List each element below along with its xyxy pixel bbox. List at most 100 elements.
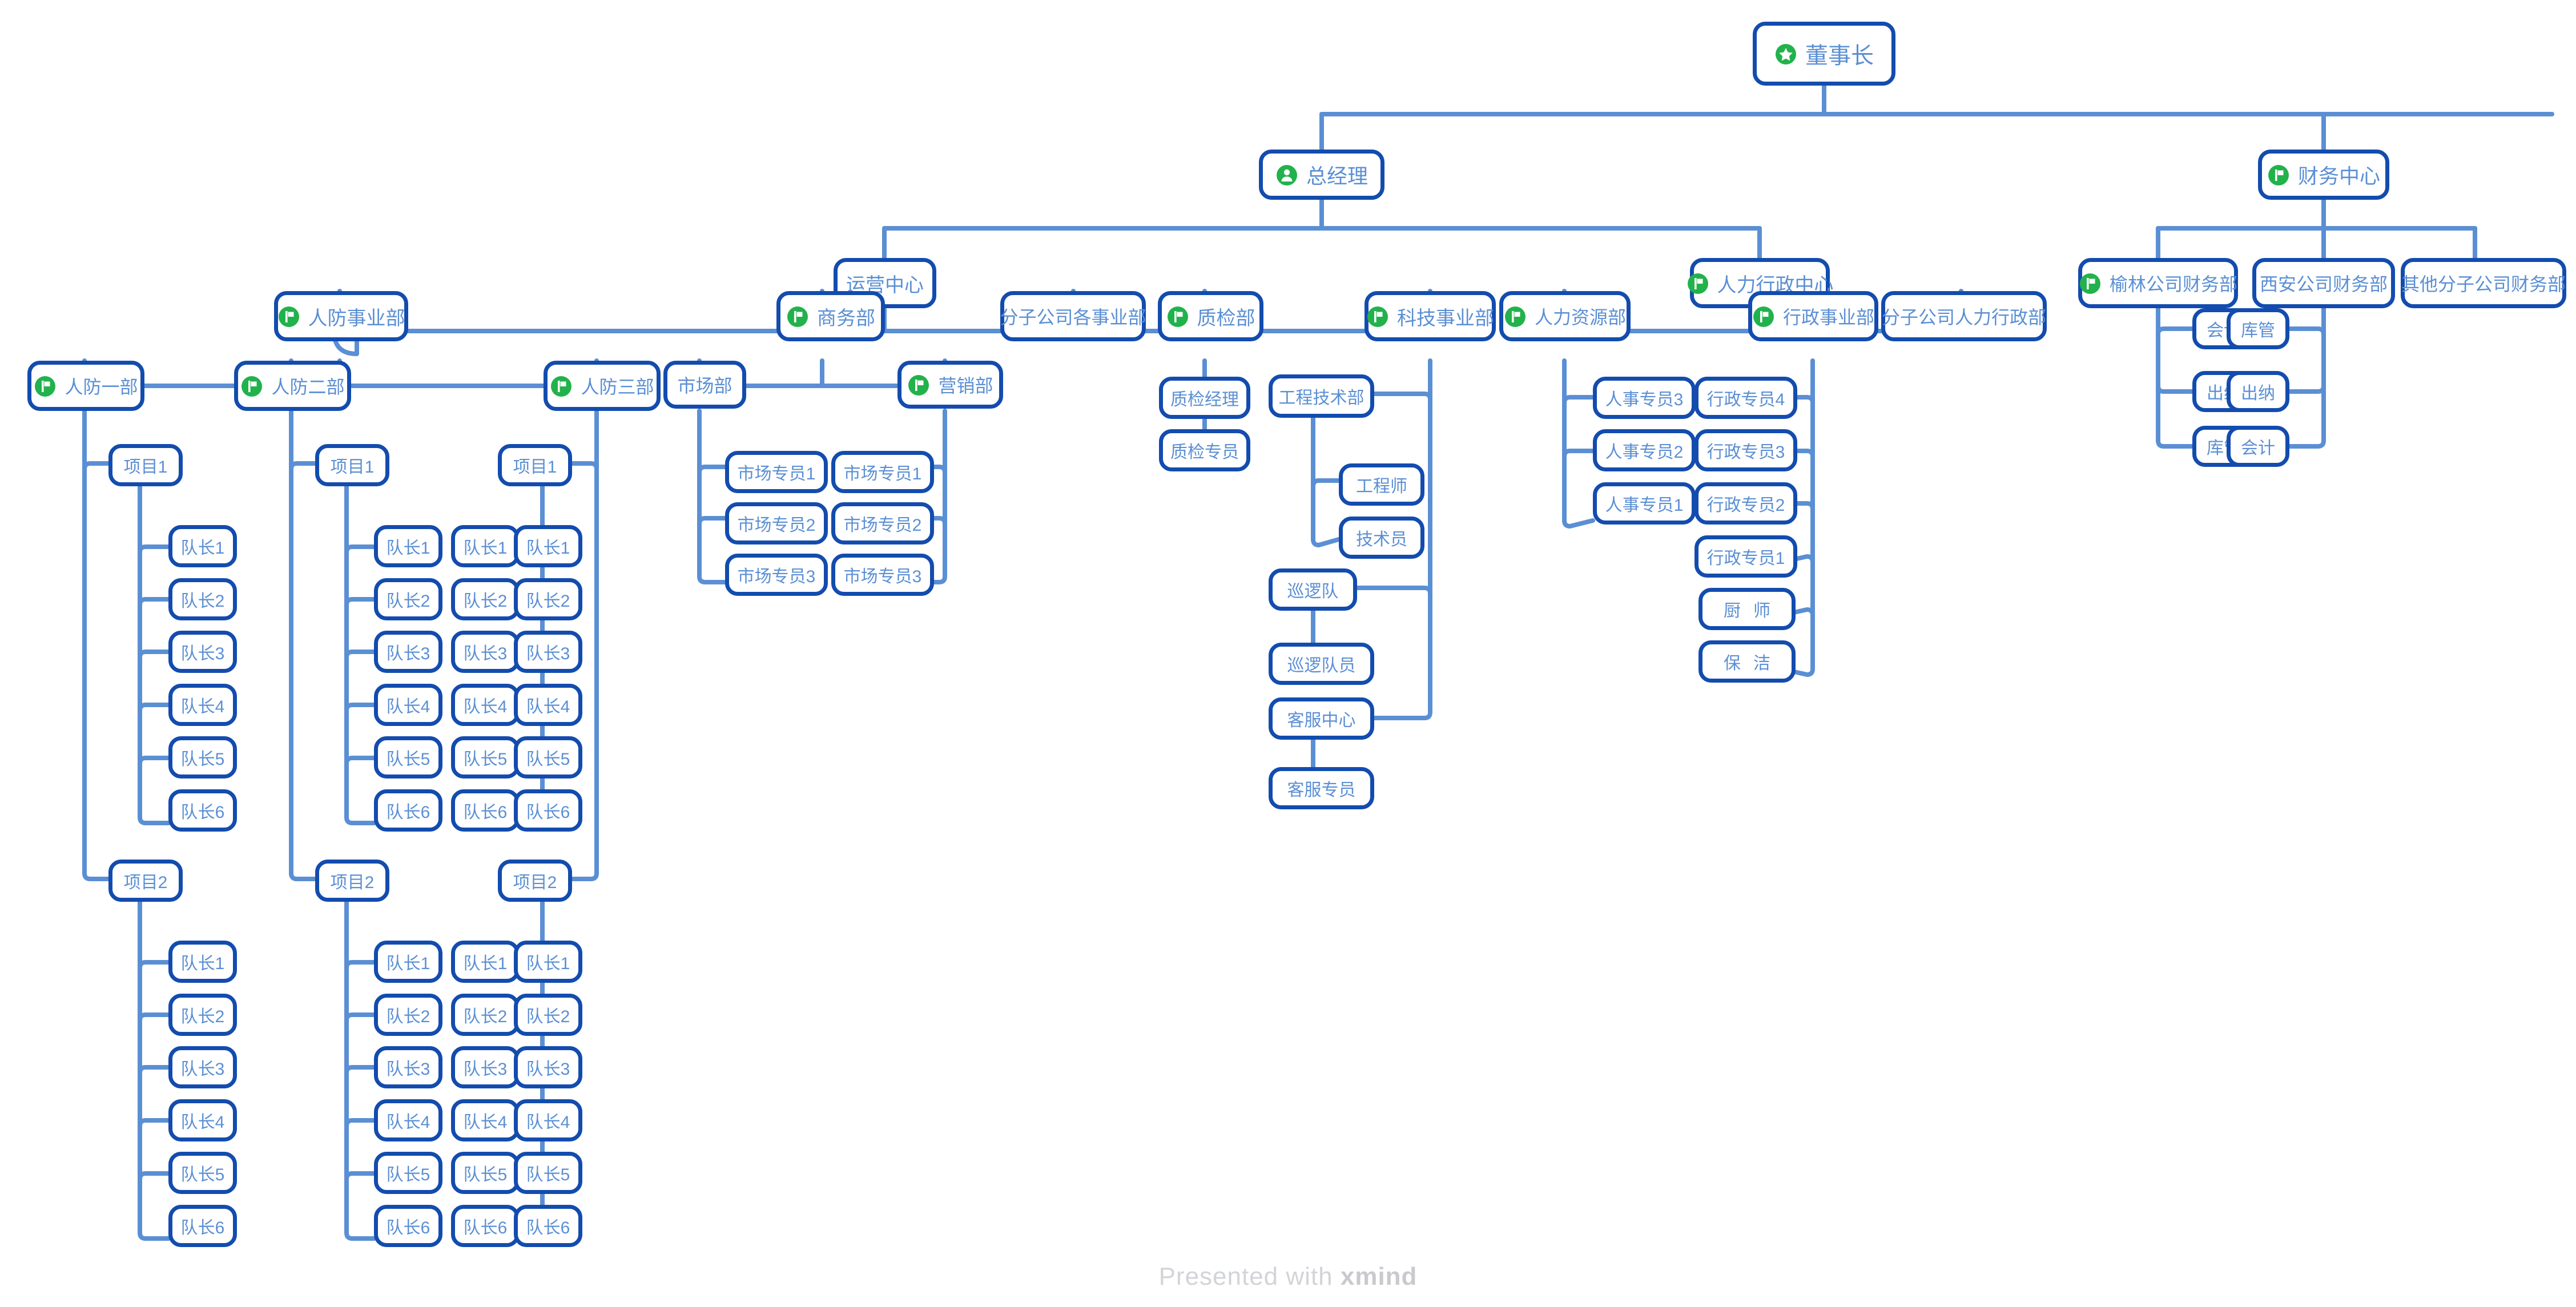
node-business-dept[interactable]: 商务部 <box>776 291 885 341</box>
node-hr-specialist[interactable]: 人事专员1 <box>1593 482 1696 525</box>
node-chef[interactable]: 厨师 <box>1698 588 1796 630</box>
node-team-leader[interactable]: 队长1 <box>451 941 520 983</box>
node-team-leader[interactable]: 队长2 <box>451 993 520 1036</box>
node-market-specialist[interactable]: 市场专员1 <box>725 451 828 493</box>
node-xian-accountant[interactable]: 会计 <box>2227 426 2289 467</box>
node-admin-division[interactable]: 行政事业部 <box>1748 291 1878 341</box>
node-team-leader[interactable]: 队长3 <box>451 1046 520 1088</box>
node-admin-specialist[interactable]: 行政专员1 <box>1694 535 1797 578</box>
node-team-leader[interactable]: 队长4 <box>374 1099 442 1141</box>
node-civil-defense-3[interactable]: 人防三部 <box>544 361 661 411</box>
node-team-leader[interactable]: 队长4 <box>168 1099 237 1141</box>
node-market-specialist[interactable]: 市场专员2 <box>831 502 934 544</box>
node-eng-tech-dept[interactable]: 工程技术部 <box>1269 374 1374 418</box>
node-hr-specialist[interactable]: 人事专员2 <box>1593 429 1696 471</box>
node-team-leader[interactable]: 队长5 <box>168 736 237 778</box>
node-sales-dept[interactable]: 营销部 <box>897 361 1003 409</box>
node-xian-warehouse[interactable]: 库管 <box>2227 308 2289 349</box>
node-team-leader[interactable]: 队长4 <box>514 1099 582 1141</box>
node-qc-dept[interactable]: 质检部 <box>1158 291 1263 341</box>
node-team-leader[interactable]: 队长5 <box>168 1152 237 1194</box>
node-team-leader[interactable]: 队长6 <box>451 1204 520 1247</box>
node-team-leader[interactable]: 队长1 <box>374 525 442 567</box>
node-market-specialist[interactable]: 市场专员2 <box>725 502 828 544</box>
node-team-leader[interactable]: 队长2 <box>514 578 582 620</box>
node-team-leader[interactable]: 队长3 <box>514 631 582 673</box>
node-tech-division[interactable]: 科技事业部 <box>1365 291 1496 341</box>
node-qc-specialist[interactable]: 质检专员 <box>1159 429 1250 471</box>
node-team-leader[interactable]: 队长6 <box>168 789 237 832</box>
node-team-leader[interactable]: 队长2 <box>374 993 442 1036</box>
node-team-leader[interactable]: 队长2 <box>451 578 520 620</box>
node-hr-dept[interactable]: 人力资源部 <box>1499 291 1631 341</box>
node-team-leader[interactable]: 队长4 <box>374 683 442 726</box>
node-civil-defense-division[interactable]: 人防事业部 <box>274 291 408 341</box>
node-hr-specialist[interactable]: 人事专员3 <box>1593 377 1696 419</box>
node-qc-manager[interactable]: 质检经理 <box>1159 377 1250 419</box>
node-team-leader[interactable]: 队长3 <box>374 631 442 673</box>
node-project[interactable]: 项目2 <box>108 860 183 902</box>
node-team-leader[interactable]: 队长4 <box>514 683 582 726</box>
node-sub-company-divisions[interactable]: 分子公司各事业部 <box>1000 291 1146 341</box>
node-engineer[interactable]: 工程师 <box>1339 463 1424 506</box>
node-market-specialist[interactable]: 市场专员3 <box>725 554 828 596</box>
node-team-leader[interactable]: 队长2 <box>374 578 442 620</box>
node-team-leader[interactable]: 队长5 <box>451 1152 520 1194</box>
node-yulin-finance-dept[interactable]: 榆林公司财务部 <box>2078 258 2238 308</box>
node-team-leader[interactable]: 队长5 <box>374 736 442 778</box>
node-team-leader[interactable]: 队长4 <box>451 683 520 726</box>
node-patrol-member[interactable]: 巡逻队员 <box>1269 643 1374 685</box>
node-project[interactable]: 项目1 <box>108 444 183 486</box>
node-admin-specialist[interactable]: 行政专员3 <box>1694 429 1797 471</box>
node-technician[interactable]: 技术员 <box>1339 517 1424 559</box>
node-service-center[interactable]: 客服中心 <box>1269 697 1374 740</box>
node-project[interactable]: 项目1 <box>498 444 572 486</box>
node-team-leader[interactable]: 队长1 <box>168 525 237 567</box>
node-team-leader[interactable]: 队长2 <box>514 993 582 1036</box>
node-team-leader[interactable]: 队长6 <box>374 789 442 832</box>
node-team-leader[interactable]: 队长5 <box>514 736 582 778</box>
node-team-leader[interactable]: 队长1 <box>451 525 520 567</box>
node-cleaner[interactable]: 保洁 <box>1698 640 1796 683</box>
node-sub-company-hr-admin[interactable]: 分子公司人力行政部 <box>1881 291 2047 341</box>
node-patrol-team[interactable]: 巡逻队 <box>1269 568 1357 611</box>
node-admin-specialist[interactable]: 行政专员4 <box>1694 377 1797 419</box>
node-general-manager[interactable]: 总经理 <box>1259 150 1384 200</box>
node-market-specialist[interactable]: 市场专员1 <box>831 451 934 493</box>
node-team-leader[interactable]: 队长2 <box>168 993 237 1036</box>
node-project[interactable]: 项目2 <box>315 860 389 902</box>
node-team-leader[interactable]: 队长6 <box>514 1204 582 1247</box>
node-service-specialist[interactable]: 客服专员 <box>1269 767 1374 809</box>
node-team-leader[interactable]: 队长1 <box>514 525 582 567</box>
node-team-leader[interactable]: 队长5 <box>514 1152 582 1194</box>
node-team-leader[interactable]: 队长5 <box>374 1152 442 1194</box>
node-admin-specialist[interactable]: 行政专员2 <box>1694 482 1797 525</box>
node-team-leader[interactable]: 队长4 <box>451 1099 520 1141</box>
node-team-leader[interactable]: 队长3 <box>514 1046 582 1088</box>
node-other-sub-finance-dept[interactable]: 其他分子公司财务部 <box>2401 258 2566 308</box>
node-team-leader[interactable]: 队长1 <box>374 941 442 983</box>
node-team-leader[interactable]: 队长6 <box>514 789 582 832</box>
node-civil-defense-1[interactable]: 人防一部 <box>27 361 144 411</box>
node-chairman[interactable]: 董事长 <box>1753 22 1895 86</box>
node-team-leader[interactable]: 队长3 <box>168 631 237 673</box>
node-team-leader[interactable]: 队长6 <box>374 1204 442 1247</box>
node-finance-center[interactable]: 财务中心 <box>2258 150 2389 200</box>
node-market-specialist[interactable]: 市场专员3 <box>831 554 934 596</box>
node-team-leader[interactable]: 队长4 <box>168 683 237 726</box>
node-team-leader[interactable]: 队长2 <box>168 578 237 620</box>
node-team-leader[interactable]: 队长3 <box>168 1046 237 1088</box>
node-team-leader[interactable]: 队长1 <box>514 941 582 983</box>
node-team-leader[interactable]: 队长1 <box>168 941 237 983</box>
node-team-leader[interactable]: 队长6 <box>168 1204 237 1247</box>
node-team-leader[interactable]: 队长5 <box>451 736 520 778</box>
node-project[interactable]: 项目2 <box>498 860 572 902</box>
node-team-leader[interactable]: 队长6 <box>451 789 520 832</box>
node-xian-finance-dept[interactable]: 西安公司财务部 <box>2252 258 2395 308</box>
node-project[interactable]: 项目1 <box>315 444 389 486</box>
node-team-leader[interactable]: 队长3 <box>451 631 520 673</box>
node-market-dept[interactable]: 市场部 <box>663 361 746 409</box>
node-xian-cashier[interactable]: 出纳 <box>2227 371 2289 412</box>
node-civil-defense-2[interactable]: 人防二部 <box>234 361 351 411</box>
node-team-leader[interactable]: 队长3 <box>374 1046 442 1088</box>
